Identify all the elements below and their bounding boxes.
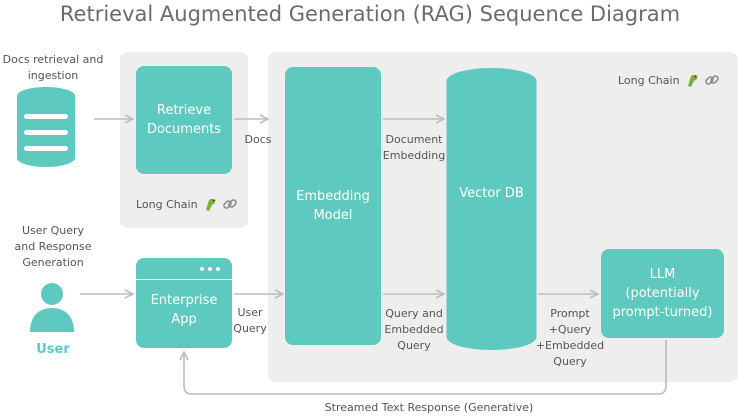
long-chain-text: Long Chain [618, 73, 680, 87]
enterprise-app-node: Enterprise App [136, 258, 232, 348]
vector-db-cylinder [446, 68, 537, 350]
prompt-query-label: Prompt +Query +Embedded Query [535, 307, 605, 368]
link-icon [222, 199, 237, 209]
document-embedding-label: Document Embedding [382, 133, 446, 162]
enterprise-app-label: Enterprise App [150, 293, 218, 327]
query-and-embedded-label: Query and Embedded Query [384, 307, 444, 352]
docs-edge-label: Docs [244, 133, 272, 146]
embedding-model-node: Embedding Model [285, 67, 381, 345]
parrot-icon [205, 198, 216, 211]
window-dots-icon [200, 267, 220, 271]
vector-db-label: Vector DB [459, 186, 524, 201]
database-icon [17, 87, 75, 167]
link-icon [704, 75, 719, 85]
parrot-icon [687, 74, 698, 87]
retrieve-documents-node: Retrieve Documents [136, 66, 232, 174]
long-chain-label-large: Long Chain [618, 72, 720, 88]
user-query-label: User Query and Response Generation [14, 224, 92, 269]
user-icon [30, 283, 74, 332]
page-title: Retrieval Augmented Generation (RAG) Seq… [59, 2, 681, 26]
user-label: User [36, 342, 70, 357]
enterprise-app-titlebar [136, 279, 232, 280]
long-chain-text: Long Chain [136, 197, 198, 211]
streamed-response-label: Streamed Text Response (Generative) [324, 401, 534, 414]
docs-retrieval-label: Docs retrieval and ingestion [2, 53, 104, 82]
user-query-edge-label: User Query [233, 306, 267, 335]
long-chain-label-small: Long Chain [136, 196, 238, 212]
llm-node: LLM (potentially prompt-turned) [601, 249, 724, 338]
